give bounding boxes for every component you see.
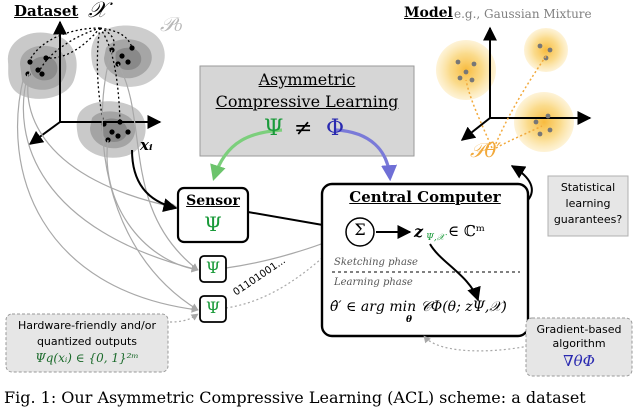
small-sensor-psi: Ψ (205, 258, 221, 277)
small-sensor-psi: Ψ (205, 298, 221, 317)
stat-box-line3: guarantees? (553, 213, 623, 226)
hw-box-line2: quantized outputs (36, 335, 138, 348)
density-blobs (7, 25, 165, 158)
hw-to-sensor-arrow (169, 313, 199, 323)
argmin-subscript: θ (406, 315, 413, 325)
small-sensor2-to-sum-arrow (225, 239, 343, 309)
central-computer-title: Central Computer (349, 188, 501, 206)
grad-to-learning-arrow (423, 335, 529, 352)
psi-green-arrow (210, 128, 283, 182)
sensor-title: Sensor (186, 193, 240, 209)
grad-box-line1: Gradient-based (536, 323, 622, 336)
hw-box-line3: Ψq(xᵢ) ∈ {0, 1}²ᵐ (35, 351, 139, 365)
stat-box-line2: learning (565, 197, 611, 210)
sum-symbol: Σ (354, 220, 366, 239)
sketch-space: ∈ ℂᵐ (448, 222, 486, 240)
acl-box (199, 65, 415, 157)
dataset-label: Dataset (14, 2, 79, 20)
phi-blue-arrow (335, 128, 398, 182)
hw-box-line1: Hardware-friendly and/or (18, 319, 156, 332)
xi-to-sensor-arrow (131, 149, 178, 212)
sketch-to-learning-arrow (429, 243, 481, 302)
sensor-psi: Ψ (204, 212, 222, 236)
grad-box-line3: ∇θΦ (563, 352, 595, 370)
small-sensor-box-2 (199, 295, 227, 323)
grad-box-line2: algorithm (552, 337, 606, 350)
sketch-symbol: z (414, 222, 424, 241)
learning-formula: θ̂′ ∈ arg min 𝒞Φ(θ; zΨ,𝒳) (330, 299, 507, 315)
acl-phi: Φ (326, 116, 345, 141)
acl-neq: ≠ (294, 116, 313, 141)
dataset-points (25, 45, 135, 143)
acl-title-line1: Asymmetric (258, 70, 356, 89)
model-gaussians (436, 28, 574, 152)
model-example: e.g., Gaussian Mixture (454, 7, 592, 21)
stat-box-line1: Statistical (560, 181, 616, 194)
model-axes (460, 26, 592, 141)
model-dotted-links (465, 55, 547, 149)
model-output-label: 𝒫θ̂′ (470, 138, 502, 162)
grad-box (525, 317, 633, 377)
sketching-phase-label: Sketching phase (334, 257, 418, 268)
acl-psi: Ψ (264, 116, 284, 141)
dataset-symbol: 𝒳 (88, 0, 107, 23)
prior-density-label: 𝒫₀ (160, 12, 183, 36)
sensor-box (176, 186, 250, 244)
learning-phase-label: Learning phase (334, 277, 413, 288)
model-points (455, 43, 553, 137)
central-to-model-arrow (510, 165, 533, 201)
sum-circle (345, 217, 375, 247)
dataset-axes (28, 20, 162, 145)
small-sensor-box-1 (199, 255, 227, 283)
data-to-sensor-lines (17, 49, 199, 313)
stat-box (547, 175, 629, 237)
figure-caption: Fig. 1: Our Asymmetric Compressive Learn… (4, 388, 586, 407)
hw-box (5, 313, 169, 373)
datapoint-label: xᵢ (140, 136, 153, 154)
model-label: Model (404, 5, 453, 21)
acl-title-line2: Compressive Learning (215, 92, 399, 111)
sketch-subscript: Ψ,𝒳 (426, 233, 445, 243)
